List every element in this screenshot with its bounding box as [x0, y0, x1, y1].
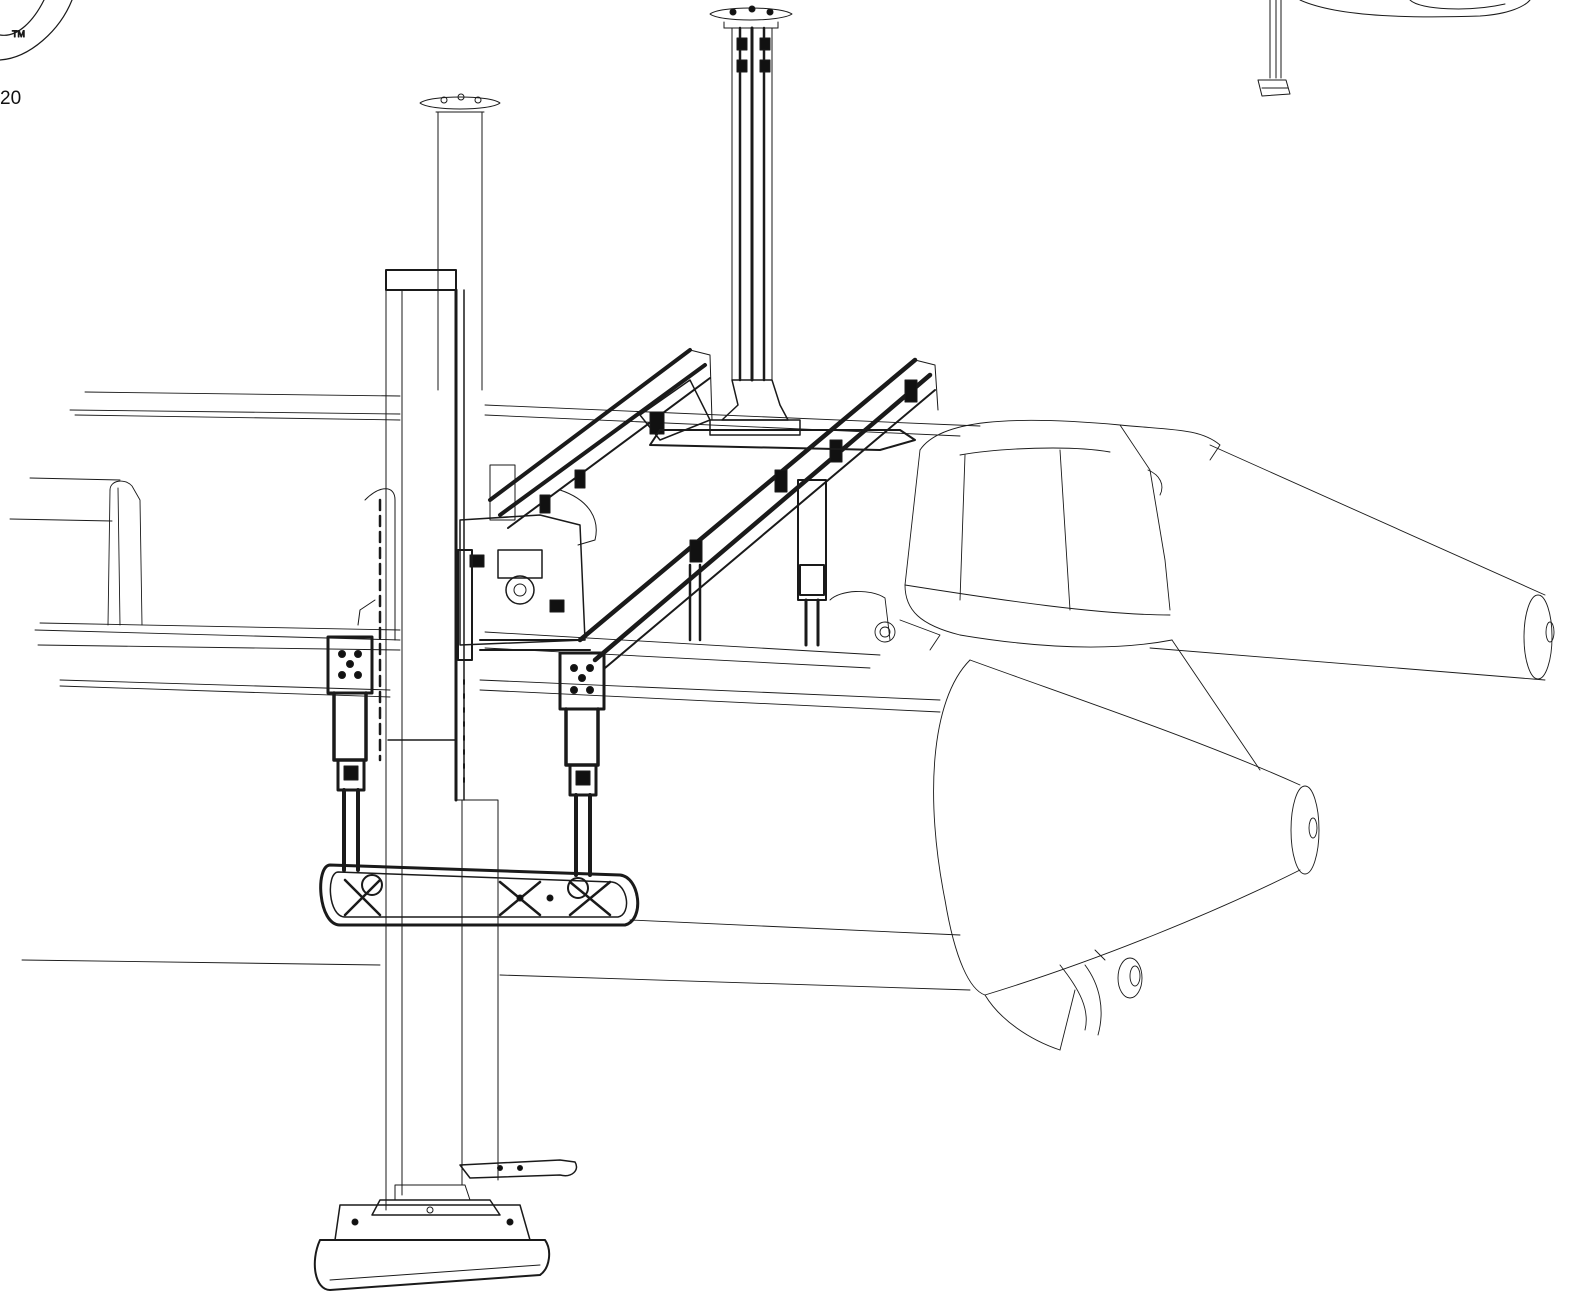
front-rail [577, 357, 939, 669]
rail-legs [688, 479, 827, 647]
pontoon-boat [9, 391, 1555, 1051]
left-hanger [326, 635, 374, 872]
cradle-pad [319, 863, 640, 927]
seal-text: TM [12, 29, 25, 39]
mast-base [313, 1159, 578, 1291]
back-mast [709, 5, 801, 436]
right-hanger [558, 651, 606, 877]
back-rail [488, 348, 713, 529]
boat-lift-icon [313, 5, 939, 1291]
circular-seal-icon: TM [0, 0, 73, 61]
top-cross-beam [479, 429, 916, 651]
center-gearbox [357, 464, 597, 646]
front-mast [378, 93, 501, 1211]
corner-label: 20 [0, 88, 22, 109]
thumbnail-lift-icon [1257, 0, 1531, 97]
